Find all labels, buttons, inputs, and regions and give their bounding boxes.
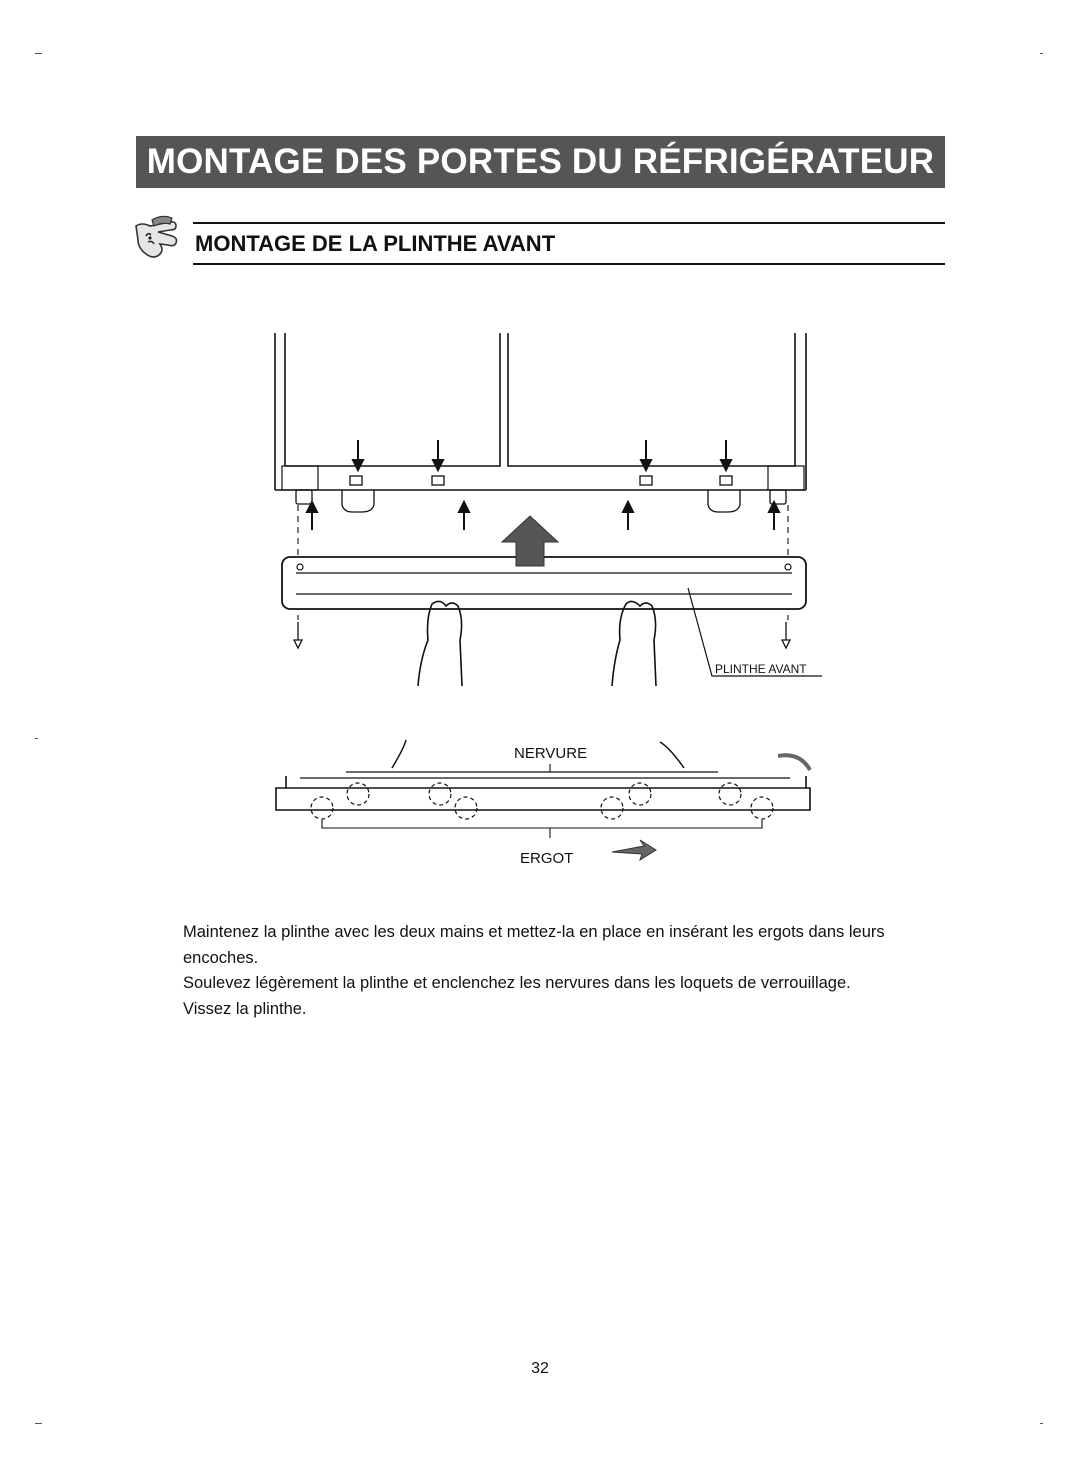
assembly-illustration <box>274 333 822 862</box>
page-title-bar: MONTAGE DES PORTES DU RÉFRIGÉRATEUR <box>136 136 945 188</box>
crop-mark <box>1040 1423 1043 1424</box>
instructions-text: Maintenez la plinthe avec les deux mains… <box>183 920 918 1022</box>
detail-view <box>275 739 812 862</box>
section-rule-bottom <box>193 263 945 265</box>
label-ergot: ERGOT <box>520 850 574 867</box>
instruction-line: Soulevez légèrement la plinthe et enclen… <box>183 974 851 992</box>
crop-mark <box>1040 53 1043 54</box>
crop-mark <box>35 1423 42 1424</box>
instruction-line: Vissez la plinthe. <box>183 999 307 1018</box>
arrows <box>305 440 781 567</box>
label-plinthe-avant: PLINTHE AVANT <box>715 662 807 676</box>
instruction-line: Maintenez la plinthe avec les deux mains… <box>183 923 885 967</box>
label-nervure: NERVURE <box>514 745 588 762</box>
page-number: 32 <box>531 1360 549 1377</box>
hinge-feet <box>295 475 787 513</box>
screws <box>292 622 792 650</box>
fridge-doors <box>274 333 807 491</box>
section-rule-top <box>193 222 945 224</box>
section-title: MONTAGE DE LA PLINTHE AVANT <box>195 231 556 256</box>
crop-mark <box>35 738 38 739</box>
page-title: MONTAGE DES PORTES DU RÉFRIGÉRATEUR <box>146 142 935 181</box>
hands <box>417 600 657 687</box>
crop-mark <box>35 53 42 54</box>
pointing-hand-icon <box>132 210 188 266</box>
